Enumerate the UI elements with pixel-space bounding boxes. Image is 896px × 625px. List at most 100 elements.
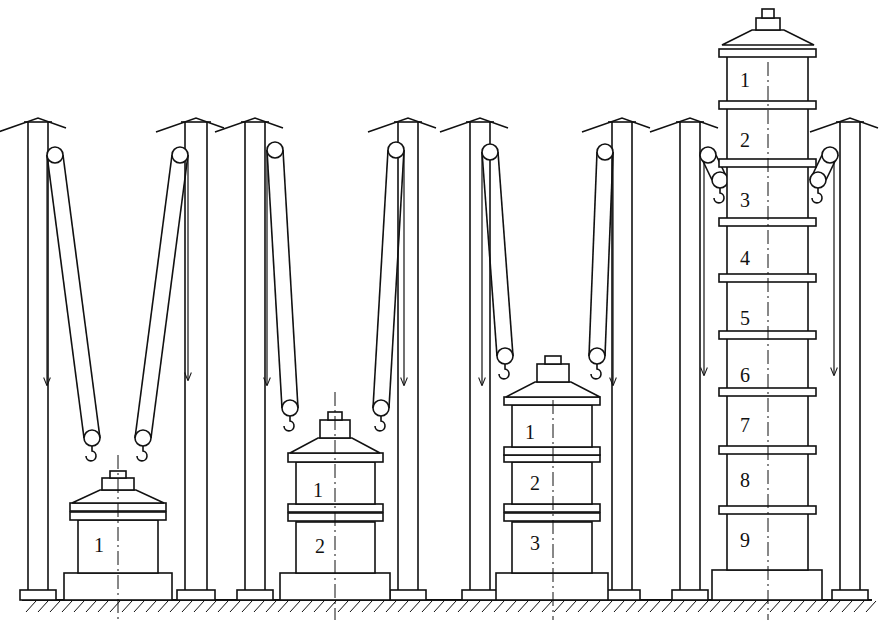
base: [712, 570, 822, 600]
flange: [504, 504, 600, 512]
ground-hatch: [218, 601, 228, 612]
rope: [283, 150, 298, 408]
ground-hatch: [602, 601, 612, 612]
ground-hatch: [854, 601, 864, 612]
pole-roof: [215, 118, 283, 132]
ground-hatch: [194, 601, 204, 612]
ground-hatch: [866, 601, 876, 612]
ground-hatch: [74, 601, 84, 612]
ground-hatch: [278, 601, 288, 612]
ground-hatch: [722, 601, 732, 612]
ground-hatch: [338, 601, 348, 612]
pulley: [388, 142, 404, 158]
drawing: [0, 9, 878, 620]
ground-hatch: [290, 601, 300, 612]
pulley: [172, 147, 188, 163]
section-number: 8: [738, 470, 752, 490]
ground-hatch: [494, 601, 504, 612]
rope: [589, 152, 597, 356]
pole-roof: [440, 118, 508, 132]
hook: [375, 416, 385, 431]
ground-hatch: [38, 601, 48, 612]
flange: [719, 49, 816, 57]
lower-block: [810, 172, 826, 188]
pole: [469, 122, 471, 592]
ground-hatch: [182, 601, 192, 612]
ground-hatch: [446, 601, 456, 612]
ground-hatch: [710, 601, 720, 612]
ground-hatch: [686, 601, 696, 612]
pole-foot: [237, 590, 273, 600]
rope: [605, 152, 613, 356]
ground-hatch: [314, 601, 324, 612]
ground-hatch: [98, 601, 108, 612]
lower-block: [497, 348, 513, 364]
lower-block: [282, 400, 298, 416]
ground-hatch: [230, 601, 240, 612]
ground-hatch: [554, 601, 564, 612]
pole-foot: [462, 590, 498, 600]
section-number: 6: [738, 365, 752, 385]
pole: [244, 122, 246, 592]
center-line: [553, 400, 554, 620]
lower-block: [589, 348, 605, 364]
pole-roof: [582, 118, 650, 132]
ground-hatch: [746, 601, 756, 612]
haul-rope: [187, 155, 188, 380]
haul-rope: [266, 150, 267, 385]
pole-roof: [810, 118, 878, 132]
pole-foot: [390, 590, 426, 600]
pole: [859, 122, 861, 592]
ground-hatch: [206, 601, 216, 612]
ground-hatch: [458, 601, 468, 612]
hook: [284, 416, 294, 431]
ground-hatch: [758, 601, 768, 612]
pole: [264, 122, 266, 592]
ground-hatch: [578, 601, 588, 612]
center-line: [335, 392, 336, 620]
ground-hatch: [242, 601, 252, 612]
ground-hatch: [350, 601, 360, 612]
ground-hatch: [254, 601, 264, 612]
pole-foot: [20, 590, 56, 600]
section-number: 1: [738, 70, 752, 90]
section-number: 4: [738, 248, 752, 268]
ground-hatch: [470, 601, 480, 612]
pole: [184, 122, 186, 592]
ground-hatch: [134, 601, 144, 612]
ground-hatch: [434, 601, 444, 612]
haul-rope: [46, 155, 47, 385]
ground-hatch: [770, 601, 780, 612]
haul-rope: [833, 155, 834, 375]
tower-section: [512, 522, 592, 573]
ground-hatch: [698, 601, 708, 612]
hook: [499, 364, 509, 379]
ground-hatch: [170, 601, 180, 612]
pole: [631, 122, 633, 592]
flange: [504, 455, 600, 462]
pole: [489, 122, 491, 592]
pole: [397, 122, 399, 592]
haul-rope: [612, 152, 613, 385]
haul-rope: [403, 150, 404, 385]
rope: [63, 155, 100, 438]
tower-head: [545, 356, 561, 364]
flange: [504, 397, 600, 405]
hook: [714, 188, 724, 203]
ground-hatch: [638, 601, 648, 612]
lower-block: [373, 400, 389, 416]
pole: [27, 122, 29, 592]
center-line: [768, 62, 769, 620]
ground-hatch: [590, 601, 600, 612]
section-number: 1: [311, 480, 325, 500]
rope: [47, 155, 84, 438]
pulley: [822, 147, 838, 163]
section-number: 5: [738, 308, 752, 328]
lower-block: [135, 430, 151, 446]
rope: [373, 150, 388, 408]
ground-hatch: [818, 601, 828, 612]
base: [496, 573, 608, 600]
ground-hatch: [86, 601, 96, 612]
ground-hatch: [506, 601, 516, 612]
haul-rope: [481, 152, 482, 385]
